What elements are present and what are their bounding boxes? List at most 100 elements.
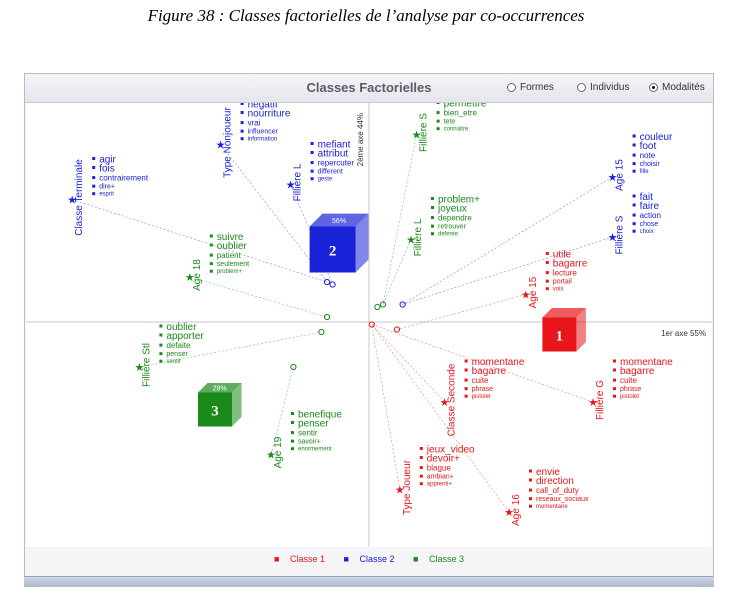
class-cube-front [542,317,577,352]
modality-label: Type Joueur [402,459,413,515]
word-bullet [431,224,434,228]
class-number: 1 [556,329,564,345]
word-bullet [240,129,244,133]
word-bullet [431,206,434,209]
word-bullet [431,197,434,200]
legend-swatch: ■ [413,554,419,564]
word-bullet [464,368,468,372]
radio-modalites[interactable]: Modalités [649,82,705,93]
word-label: geste [318,177,333,183]
class-cube-front [198,392,232,427]
radio-formes[interactable]: Formes [507,82,554,93]
word-label: jeux_video [426,445,475,456]
connector-line [72,199,328,283]
word-bullet [529,469,532,473]
word-bullet [291,421,294,424]
modality-star-icon: ★ [608,172,618,184]
window-titlebar: Classes Factorielles Formes Individus Mo… [25,74,713,103]
word-bullet [464,394,468,398]
word-bullet [159,359,163,363]
connector-line [139,331,322,368]
word-bullet [419,482,423,486]
word-bullet [632,169,636,173]
word-label: problem+ [217,269,243,275]
modality-label: Fillière S [419,113,430,152]
class-cube-top [309,213,369,227]
word-bullet [419,456,423,459]
word-bullet [310,151,314,154]
word-bullet [92,184,96,188]
word-bullet [209,269,213,273]
word-bullet [464,359,468,363]
modality-label: Age 15 [615,159,626,191]
modality-star-icon: ★ [588,397,598,409]
legend-label: Classe 1 [289,554,325,564]
word-bullet [159,324,163,328]
word-label: suivre [217,232,244,243]
word-label: pistolet [620,394,639,400]
word-bullet [436,101,440,104]
word-bullet [209,253,213,257]
legend: ■ Classe 1 ■ Classe 2 ■ Classe 3 [25,554,713,564]
word-bullet [632,194,636,198]
class-cube-front [309,226,356,273]
word-bullet [209,243,213,247]
word-bullet [419,474,423,478]
connector-line [371,324,445,403]
word-label: utile [553,250,572,261]
word-bullet [529,497,532,501]
radio-label: Modalités [662,82,705,93]
word-label: ambian+ [427,474,454,481]
word-label: dependre [438,214,472,223]
legend-swatch: ■ [343,554,349,564]
word-label: apprenti+ [427,482,453,488]
word-bullet [431,232,434,236]
word-label: direction [536,476,574,487]
word-bullet [613,394,616,398]
class-percent: 56% [332,218,346,225]
origin-marker [329,281,336,288]
word-label: savoir+ [298,439,321,446]
word-label: choisir [640,161,661,168]
word-label: apporter [166,331,204,342]
origin-marker [399,301,406,308]
modality-star-icon: ★ [412,130,422,142]
word-label: nourriture [248,109,291,120]
connector-line [270,366,294,455]
origin-marker [290,363,297,371]
word-bullet [159,333,163,337]
word-bullet [613,359,616,363]
word-label: sentir [166,359,181,365]
word-label: tete [444,119,456,126]
modality-star-icon: ★ [406,235,416,247]
word-label: choix [640,229,654,235]
modality-label: Age 19 [273,436,284,468]
radio-label: Individus [590,82,630,93]
word-bullet [613,368,616,372]
word-label: joyeux [437,204,467,215]
word-label: different [318,169,343,176]
word-label: penser [166,351,188,358]
connector-line [220,144,328,283]
modality-label: Fillière S [615,215,626,254]
word-bullet [632,222,636,226]
word-label: connaitre [444,127,469,133]
word-label: momentane [536,504,568,510]
word-label: agir [99,155,116,166]
word-bullet [436,111,440,115]
word-label: retrouver [438,224,467,231]
word-bullet [529,478,532,482]
word-label: couleur [640,132,673,143]
modality-label: Fillière L [413,218,424,256]
word-label: repercuter [318,159,355,168]
legend-item-classe2: ■ Classe 2 [340,554,399,564]
word-label: dire+ [99,184,115,191]
word-label: contrairement [99,174,149,183]
modality-label: Fillière L [293,163,304,201]
axis1-label: 1er axe 55% [661,329,706,338]
word-label: fois [99,164,115,175]
radio-individus[interactable]: Individus [577,82,629,93]
modality-label: Fillière Stl [141,343,152,387]
modality-label: Age 18 [192,259,203,291]
word-bullet [529,488,532,492]
